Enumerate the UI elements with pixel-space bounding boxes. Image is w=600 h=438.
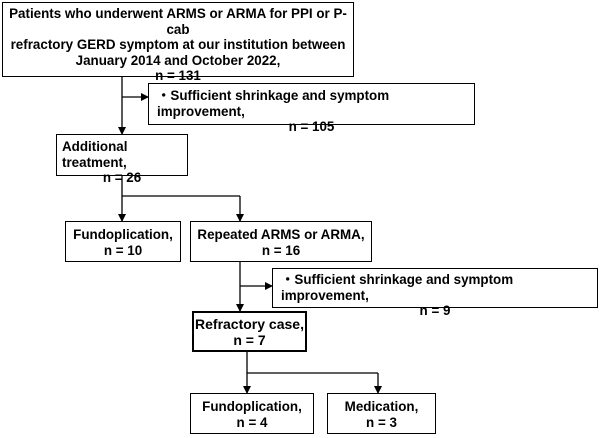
exclusion-box-2: ・Sufficient shrinkage and symptom improv… — [272, 268, 598, 318]
exclusion-2-line-2: n = 9 — [419, 303, 451, 318]
additional-treatment-box: Additional treatment, n = 26 — [56, 134, 188, 185]
exclusion-box-1: ・Sufficient shrinkage and symptom improv… — [148, 83, 475, 134]
exclusion-1-line-2: n = 105 — [288, 119, 335, 134]
repeated-line-1: Repeated ARMS or ARMA, — [197, 227, 365, 242]
start-line-3: January 2014 and October 2022, — [75, 52, 281, 68]
start-line-1: Patients who underwent ARMS or ARMA for … — [9, 6, 347, 37]
start-line-2: refractory GERD symptom at our instituti… — [10, 37, 346, 52]
exclusion-1-line-1: ・Sufficient shrinkage and symptom improv… — [157, 88, 390, 119]
refractory-line-2: n = 7 — [233, 331, 266, 348]
fundoplication-box-1: Fundoplication, n = 10 — [65, 221, 181, 262]
medication-line-1: Medication, — [344, 399, 419, 414]
exclusion-2-line-1: ・Sufficient shrinkage and symptom improv… — [281, 272, 514, 303]
fundoplication-1-line-1: Fundoplication, — [73, 227, 173, 242]
start-line-4: n = 131 — [155, 68, 201, 83]
refractory-line-1: Refractory case, — [195, 316, 304, 332]
fundoplication-1-line-2: n = 10 — [103, 242, 143, 258]
start-box: Patients who underwent ARMS or ARMA for … — [2, 2, 354, 83]
fundoplication-2-line-2: n = 4 — [236, 414, 268, 430]
fundoplication-box-2: Fundoplication, n = 4 — [190, 393, 314, 434]
medication-box: Medication, n = 3 — [327, 393, 436, 434]
fundoplication-2-line-1: Fundoplication, — [202, 399, 302, 414]
repeated-line-2: n = 16 — [261, 242, 301, 258]
additional-treatment-line-1: Additional treatment, — [62, 139, 128, 170]
repeated-box: Repeated ARMS or ARMA, n = 16 — [190, 221, 372, 262]
additional-treatment-line-2: n = 26 — [102, 170, 142, 185]
refractory-box: Refractory case, n = 7 — [192, 311, 307, 352]
medication-line-2: n = 3 — [366, 414, 397, 430]
